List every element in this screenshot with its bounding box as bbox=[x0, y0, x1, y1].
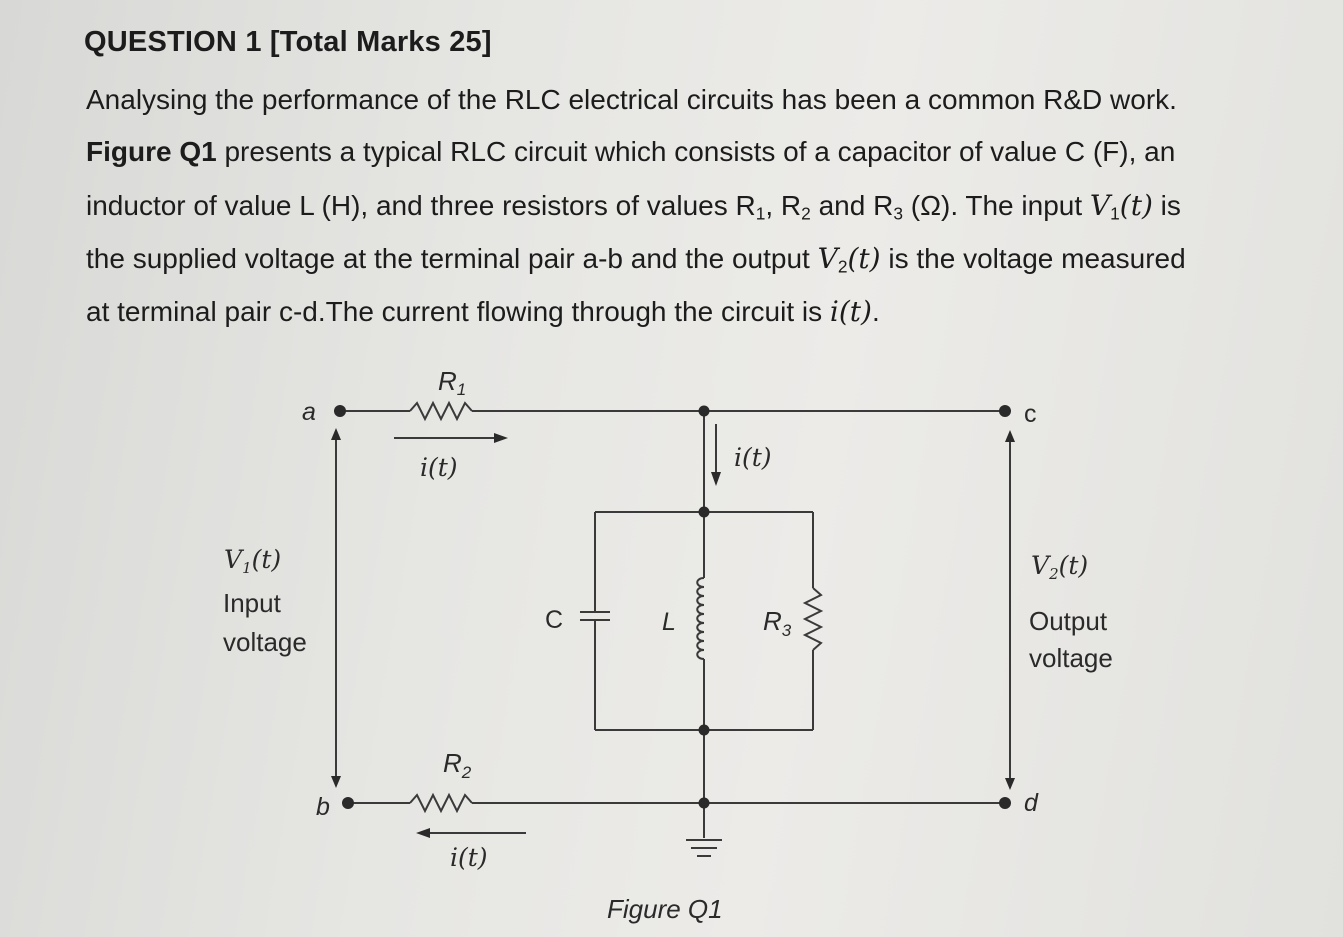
paragraph-line-1: Analysing the performance of the RLC ele… bbox=[86, 84, 1177, 116]
current-label-middle: i(t) bbox=[734, 443, 772, 472]
figure-reference: Figure Q1 bbox=[86, 136, 217, 167]
i-bottom-arrowhead bbox=[416, 828, 430, 838]
i-top-arrowhead bbox=[494, 433, 508, 443]
terminal-b-label: b bbox=[316, 793, 330, 821]
v1-arrowhead-up bbox=[331, 428, 341, 440]
line-5-text-b: . bbox=[871, 296, 880, 327]
terminal-a bbox=[334, 405, 346, 417]
paragraph-line-3: inductor of value L (H), and three resis… bbox=[86, 189, 1181, 224]
current-label-bottom: i(t) bbox=[450, 843, 488, 872]
line-4-text-b: is the voltage measured bbox=[880, 243, 1186, 274]
output-label-line-2: voltage bbox=[1029, 643, 1113, 673]
input-label-line-2: voltage bbox=[223, 627, 307, 657]
output-label-line-1: Output bbox=[1029, 606, 1108, 636]
terminal-c-label: c bbox=[1024, 400, 1037, 428]
resistor-r2 bbox=[409, 792, 473, 814]
terminal-d bbox=[999, 797, 1011, 809]
resistor-r1 bbox=[409, 400, 473, 422]
inductor-coil bbox=[696, 577, 705, 660]
r3-subscript: 3 bbox=[893, 203, 903, 224]
v2-arrowhead-up bbox=[1005, 430, 1015, 442]
line-3-text-c: and R bbox=[810, 190, 894, 221]
line-3-text-e: is bbox=[1152, 190, 1181, 221]
current-symbol: i(t) bbox=[829, 295, 872, 328]
junction-parallel-bottom bbox=[698, 724, 710, 736]
input-label-line-1: Input bbox=[223, 588, 282, 618]
v1-arrowhead-down bbox=[331, 776, 341, 788]
line-5-text-a: at terminal pair c-d.The current flowing… bbox=[86, 296, 830, 327]
junction-parallel-top bbox=[698, 506, 710, 518]
v2-arrowhead-down bbox=[1005, 778, 1015, 790]
resistor-r3 bbox=[802, 587, 824, 651]
paragraph-line-2: Figure Q1 presents a typical RLC circuit… bbox=[86, 136, 1175, 168]
terminal-a-label: a bbox=[302, 398, 316, 426]
r3-label: R3 bbox=[763, 606, 792, 640]
terminal-b bbox=[342, 797, 354, 809]
r1-subscript: 1 bbox=[755, 203, 766, 224]
capacitor-label: C bbox=[545, 606, 563, 634]
line-4-text-a: the supplied voltage at the terminal pai… bbox=[86, 243, 818, 274]
line-1-text: Analysing the performance of the RLC ele… bbox=[86, 84, 1177, 115]
inductor-label: L bbox=[662, 608, 676, 636]
v1-subscript: 1 bbox=[1110, 203, 1120, 224]
terminal-c bbox=[999, 405, 1011, 417]
r2-subscript: 2 bbox=[801, 203, 811, 224]
line-3-text-d: (Ω). The input bbox=[902, 190, 1090, 221]
junction-bottom bbox=[698, 797, 710, 809]
line-2-text: presents a typical RLC circuit which con… bbox=[216, 136, 1176, 167]
terminal-d-label: d bbox=[1024, 789, 1039, 817]
junction-top bbox=[698, 405, 710, 417]
v1-symbol: V bbox=[1089, 189, 1111, 222]
figure-caption: Figure Q1 bbox=[607, 894, 723, 924]
v2-time-arg: (t) bbox=[847, 242, 881, 275]
v2-subscript: 2 bbox=[837, 256, 848, 277]
paragraph-line-4: the supplied voltage at the terminal pai… bbox=[86, 242, 1186, 277]
r1-label: R1 bbox=[438, 366, 466, 399]
question-title: QUESTION 1 [Total Marks 25] bbox=[84, 26, 492, 58]
line-3-text-a: inductor of value L (H), and three resis… bbox=[86, 190, 756, 221]
line-3-text-b: , R bbox=[765, 190, 802, 221]
i-mid-arrowhead bbox=[711, 472, 721, 486]
r2-label: R2 bbox=[443, 748, 472, 782]
paragraph-line-5: at terminal pair c-d.The current flowing… bbox=[86, 295, 880, 328]
v1-time-arg: (t) bbox=[1119, 189, 1153, 222]
v2-symbol: V bbox=[817, 242, 838, 275]
current-label-top: i(t) bbox=[420, 453, 458, 482]
v1-label: V1(t) bbox=[224, 545, 281, 577]
v2-label: V2(t) bbox=[1031, 551, 1088, 583]
